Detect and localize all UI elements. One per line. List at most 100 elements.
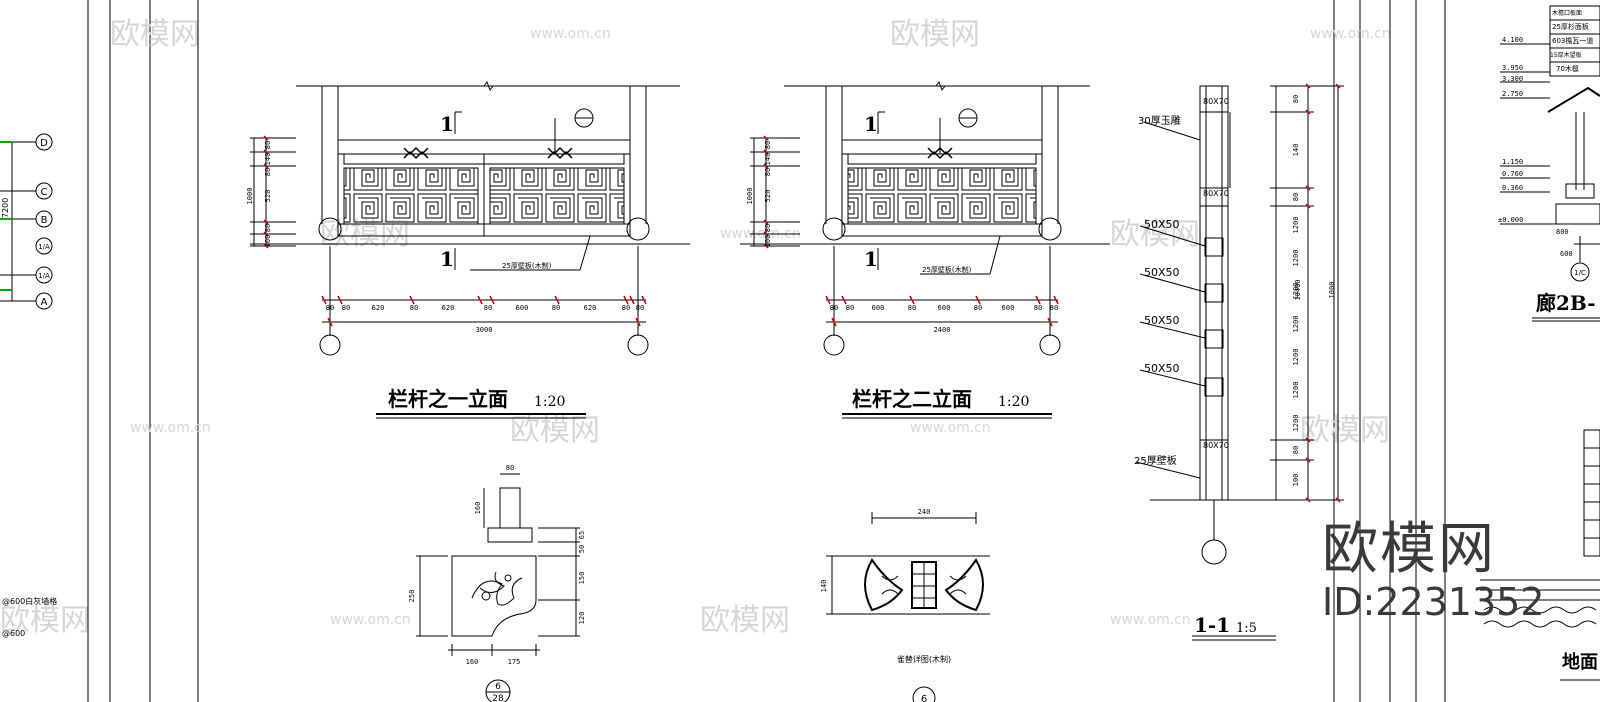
watermark-logo: 欧模网 [1300, 413, 1390, 448]
bottom-dimension: 600 [872, 304, 885, 312]
dimension-text: 7200 [1, 198, 10, 218]
layer-label: 15厚木望板 [1550, 51, 1582, 59]
detail-ref-number: 6 [921, 694, 927, 702]
bottom-dimension: 80 [552, 304, 560, 312]
section-1-1-ticks [1305, 83, 1341, 503]
watermark-logo: 欧模网 [700, 603, 790, 638]
brand-watermark: 欧模网 ID:2231352 [1322, 520, 1552, 650]
bottom-dimension: 80 [622, 304, 630, 312]
right-dimension: 1200 [1292, 382, 1300, 399]
left-dimension: 80 [264, 141, 272, 149]
detail-dimension: 80 [506, 464, 514, 472]
detail-dimension: 65 [578, 531, 586, 539]
bottom-dimension: 80 [1050, 304, 1058, 312]
detail-dimension: 140 [820, 580, 828, 593]
section-title: 1-1 [1194, 613, 1230, 637]
member-size-label: 80X70 [1203, 441, 1229, 450]
grid-axis-label: B [41, 215, 48, 226]
elevation-mark: 2.750 [1502, 90, 1523, 98]
left-dimension: 100 [264, 235, 272, 248]
detail-dimension: 150 [578, 572, 586, 585]
elevation-2-dim-ticks [763, 135, 1059, 327]
elevation-2-labels: 1 1 25厚壁板(木制) 2400 1000 80 140 80 520 80… [746, 112, 1058, 419]
watermark-layer: 欧模网 www.om.cn 欧模网 www.om.cn 欧模网 www.om.c… [0, 17, 1391, 638]
bottom-dimension: 80 [830, 304, 838, 312]
elevation-title: 栏杆之一立面 [388, 387, 508, 411]
elevation-mark: 3.950 [1502, 64, 1523, 72]
elevation-mark: 0.760 [1502, 170, 1523, 178]
watermark-url: www.om.cn [530, 26, 611, 42]
bottom-dimension: 80 [410, 304, 418, 312]
elevation-title: 栏杆之二立面 [852, 387, 972, 411]
right-dimension: 1200 [1292, 217, 1300, 234]
bottom-dimension: 80 [846, 304, 854, 312]
bottom-dimension: 80 [908, 304, 916, 312]
bottom-dimension: 80 [342, 304, 350, 312]
right-dimension: 100 [1292, 474, 1300, 487]
watermark-logo: 欧模网 [0, 603, 90, 638]
left-dimension: 140 [764, 153, 772, 166]
elevation-1-dim-ticks [263, 135, 647, 327]
member-label: 50X50 [1144, 218, 1180, 231]
grid-axis-label: 1/C [1574, 269, 1586, 277]
right-dimension: 1200 [1292, 250, 1300, 267]
bottom-dimension: 80 [1034, 304, 1042, 312]
left-partial-plan: D C B 1/A 1/A A 7200 @600白灰墙格 @600 [0, 133, 57, 638]
bottom-dimension: 600 [516, 304, 529, 312]
right-dimension: 1200 [1292, 316, 1300, 333]
section-title: 地面 [1562, 651, 1598, 673]
detail-dimension: 250 [408, 590, 416, 603]
layer-label: 603檐瓦一道 [1552, 36, 1593, 45]
railing-elevation-2 [740, 80, 1110, 356]
right-dimension: 1200 [1292, 283, 1300, 300]
section-dimension: 600 [1560, 250, 1573, 258]
left-dimension: 80 [764, 141, 772, 149]
base-detail-labels: 80 160 65 50 150 120 250 160 175 6 28 [408, 464, 586, 702]
detail-dimension: 160 [466, 658, 479, 666]
detail-dimension: 120 [578, 612, 586, 625]
detail-dimension: 50 [578, 545, 586, 553]
bottom-dimension: 80 [484, 304, 492, 312]
grid-axis-label: 1/A [38, 272, 50, 280]
section-mark: 1 [440, 112, 454, 136]
right-total-dimension: 1000 [1328, 282, 1336, 299]
left-dimension: 520 [764, 190, 772, 203]
brand-id: ID:2231352 [1322, 580, 1545, 624]
elevation-mark: 1.150 [1502, 158, 1523, 166]
right-dimension: 80 [1292, 95, 1300, 103]
watermark-url: www.om.cn [330, 612, 411, 628]
elevation-mark: 3.300 [1502, 75, 1523, 83]
left-dimension: 80 [764, 224, 772, 232]
sheet-border-lines [87, 0, 1446, 702]
elevation-scale: 1:20 [998, 394, 1029, 410]
watermark-url: www.om.cn [130, 420, 211, 436]
section-1-1-drawing [1135, 85, 1344, 641]
member-label: 50X50 [1144, 266, 1180, 279]
bottom-dimension: 620 [372, 304, 385, 312]
base-block-detail [416, 473, 580, 702]
left-dimension: 80 [264, 168, 272, 176]
left-dimension: 140 [264, 153, 272, 166]
right-dimension: 1200 [1292, 415, 1300, 432]
watermark-url: www.om.cn [1110, 612, 1191, 628]
left-dimension: 520 [264, 190, 272, 203]
member-size-label: 80X70 [1203, 189, 1229, 198]
section-mark: 1 [440, 247, 454, 271]
right-dimension: 80 [1292, 193, 1300, 201]
section-title: 廊2B- [1536, 291, 1596, 315]
watermark-url: www.om.cn [910, 420, 991, 436]
section-dimension: 800 [1556, 228, 1569, 236]
right-dimension: 80 [1292, 446, 1300, 454]
elevation-mark: 4.100 [1502, 36, 1523, 44]
bottom-dimension: 80 [636, 304, 644, 312]
grid-axis-label: A [41, 297, 48, 308]
total-dimension: 2400 [934, 326, 951, 334]
carving-detail-labels: 240 140 雀替详图(木制) 6 [820, 508, 951, 702]
right-section-labels: 木檐口板面 25厚杉面板 603檐瓦一道 15厚木望板 70木檩 4.100 3… [1498, 9, 1598, 673]
elevation-mark: 0.360 [1502, 184, 1523, 192]
elevation-1-labels: 1 1 25厚壁板(木制) 3000 1000 80 140 80 520 80… [246, 112, 644, 419]
total-dimension: 3000 [476, 326, 493, 334]
bottom-dimension: 620 [584, 304, 597, 312]
right-dimension: 140 [1292, 144, 1300, 157]
